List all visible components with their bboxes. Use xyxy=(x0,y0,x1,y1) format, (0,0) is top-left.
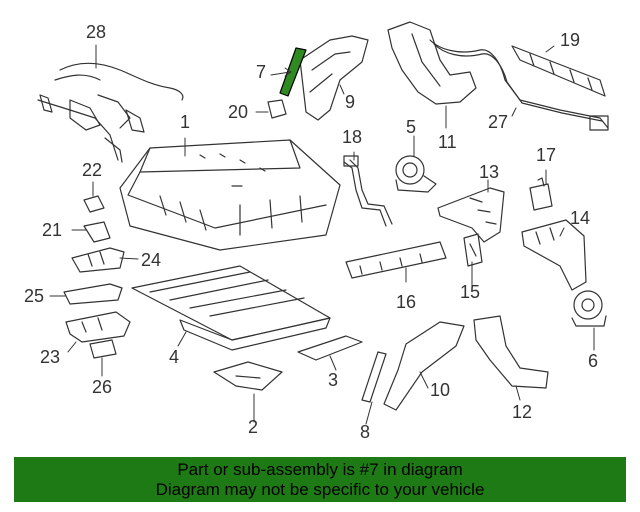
duct-12-part xyxy=(473,315,549,389)
duct-9-part xyxy=(299,35,369,121)
callout-17: 17 xyxy=(536,145,557,165)
callout-15: 15 xyxy=(460,282,481,302)
cable-part xyxy=(429,39,609,131)
bracket-23-part xyxy=(65,311,131,343)
clip-21-part xyxy=(83,221,111,243)
callout-21: 21 xyxy=(42,220,63,240)
callout-18: 18 xyxy=(342,127,363,147)
callout-8: 8 xyxy=(360,422,371,442)
callout-19: 19 xyxy=(560,30,581,50)
callout-26: 26 xyxy=(92,377,113,397)
callout-5: 5 xyxy=(406,117,417,137)
bracket-13-part xyxy=(437,187,505,243)
callout-1: 1 xyxy=(180,112,191,132)
callout-11: 11 xyxy=(438,132,457,152)
connector-17-part xyxy=(529,177,553,211)
block-25-part xyxy=(63,283,123,305)
highlighted-seal-part-7 xyxy=(279,47,307,97)
floor-panel-4-part xyxy=(131,265,331,351)
bracket-2-part xyxy=(213,361,283,391)
parts-diagram xyxy=(37,21,609,425)
callout-16: 16 xyxy=(396,292,417,312)
callout-23: 23 xyxy=(40,347,61,367)
callout-4: 4 xyxy=(169,347,180,367)
clip-26-part xyxy=(89,339,117,359)
clip-20-part xyxy=(267,99,287,119)
blower-6-part xyxy=(571,290,607,327)
duct-10-part xyxy=(383,321,465,411)
bracket-14-part xyxy=(521,219,587,291)
callout-27: 27 xyxy=(488,112,509,132)
leader-lines xyxy=(49,44,595,425)
callout-24: 24 xyxy=(141,250,162,270)
callout-25: 25 xyxy=(24,286,45,306)
block-24-part xyxy=(71,247,125,273)
bracket-3-part xyxy=(297,335,363,361)
banner-line-part-number: Part or sub-assembly is #7 in diagram xyxy=(177,460,463,479)
connector-strip-part xyxy=(511,45,606,97)
bracket-15-part xyxy=(463,233,483,267)
clip-22-part xyxy=(83,195,105,213)
seal-8-part xyxy=(361,351,387,403)
callout-2: 2 xyxy=(248,417,259,437)
callout-13: 13 xyxy=(479,162,500,182)
beam-16-part xyxy=(345,241,447,279)
callout-22: 22 xyxy=(82,160,103,180)
battery-tray-part xyxy=(119,139,341,251)
callout-20: 20 xyxy=(228,102,249,122)
callout-14: 14 xyxy=(570,208,591,228)
callout-7: 7 xyxy=(256,62,267,82)
callout-3: 3 xyxy=(328,370,339,390)
info-banner: Part or sub-assembly is #7 in diagram Di… xyxy=(14,457,626,502)
callout-28: 28 xyxy=(86,22,107,42)
duct-11-part xyxy=(387,21,477,105)
blower-5-part xyxy=(395,155,437,193)
hose-18-part xyxy=(343,155,393,227)
callout-6: 6 xyxy=(588,351,599,371)
callout-10: 10 xyxy=(430,380,451,400)
callout-12: 12 xyxy=(512,402,533,422)
callout-9: 9 xyxy=(345,92,356,112)
wire-harness-part xyxy=(37,62,184,163)
banner-line-disclaimer: Diagram may not be specific to your vehi… xyxy=(155,480,485,499)
